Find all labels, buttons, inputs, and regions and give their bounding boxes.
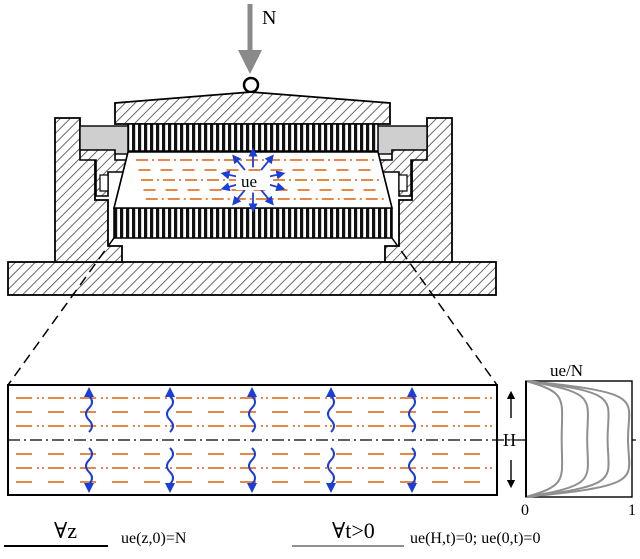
plot-tick-min: 0 bbox=[521, 502, 529, 519]
drain-arrow-down bbox=[407, 447, 417, 493]
isochrone-curve bbox=[525, 380, 631, 498]
zoomed-sample bbox=[7, 384, 640, 496]
drain-arrow-up bbox=[247, 387, 257, 433]
center-label-bg bbox=[236, 172, 270, 190]
height-label: H bbox=[503, 430, 516, 450]
drain-arrow-down bbox=[247, 447, 257, 493]
plot-title: ue/N bbox=[550, 361, 583, 380]
center-label: ue bbox=[241, 172, 257, 191]
load-label: N bbox=[262, 7, 276, 29]
drain-arrow-up bbox=[407, 387, 417, 433]
drain-arrow-up bbox=[84, 387, 94, 433]
flow-arrow bbox=[260, 189, 274, 206]
bottom-porous-stone bbox=[113, 207, 393, 239]
isochrone-curve bbox=[525, 380, 564, 498]
isochrone-plot bbox=[525, 380, 633, 498]
loading-cap bbox=[114, 91, 391, 125]
legend-forall-t: ∀t>0 bbox=[332, 518, 375, 543]
load-arrow bbox=[238, 4, 262, 74]
load-ball bbox=[242, 76, 260, 94]
drain-arrow-up bbox=[326, 387, 336, 433]
top-porous-stone bbox=[127, 123, 379, 152]
legend-forall-z: ∀z bbox=[54, 518, 77, 543]
flow-arrow bbox=[260, 154, 274, 171]
drain-arrow-down bbox=[326, 447, 336, 493]
drain-arrow-down bbox=[84, 447, 94, 493]
legend: ∀z ue(z,0)=N ∀t>0 ue(H,t)=0; ue(0,t)=0 bbox=[4, 518, 540, 547]
isochrone-curve bbox=[525, 380, 610, 498]
legend-initial-condition: ue(z,0)=N bbox=[121, 530, 187, 547]
base-plate bbox=[7, 261, 497, 296]
zoom-line-left bbox=[7, 237, 115, 386]
drain-arrow-down bbox=[165, 447, 175, 493]
zoom-line-right bbox=[391, 237, 498, 386]
drain-arrow-up bbox=[165, 387, 175, 433]
isochrone-curve bbox=[525, 380, 589, 498]
plot-tick-max: 1 bbox=[628, 502, 636, 519]
flow-arrow bbox=[232, 189, 246, 206]
legend-boundary-condition: ue(H,t)=0; ue(0,t)=0 bbox=[410, 530, 540, 547]
flow-arrow bbox=[232, 154, 246, 171]
